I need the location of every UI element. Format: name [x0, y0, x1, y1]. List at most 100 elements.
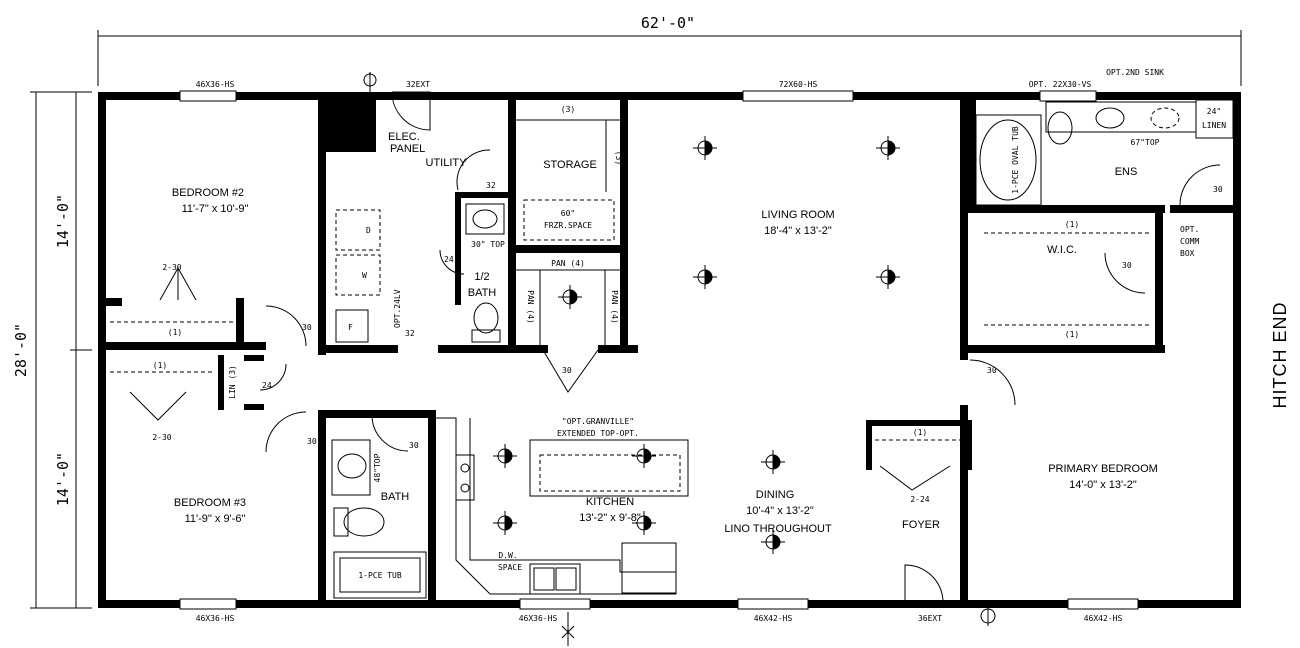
elec-panel-label: ELEC.: [388, 131, 420, 143]
linen-closet-label: LIN (3): [228, 365, 237, 399]
door-size: 32: [486, 181, 496, 190]
pan-label: PAN (4): [526, 290, 535, 324]
window-label: 46X42-HS: [1084, 614, 1123, 623]
dw-space-label: SPACE: [498, 563, 522, 572]
room-name-primary: PRIMARY BEDROOM: [1048, 463, 1158, 475]
exterior-door-label: 36EXT: [918, 614, 942, 623]
room-name-storage: STORAGE: [543, 159, 597, 171]
shelf-label: (1): [913, 428, 927, 437]
dw-space-label: D.W.: [498, 551, 517, 560]
door-size: 2-24: [910, 495, 929, 504]
top-label: 30" TOP: [471, 240, 505, 249]
light-fixtures: [493, 136, 900, 554]
room-size-primary: 14'-0" x 13'-2": [1069, 479, 1137, 491]
elec-panel-label: PANEL: [390, 143, 425, 155]
shelf-label: (1): [153, 361, 167, 370]
door-size: 30: [302, 323, 312, 332]
windows: 46X36-HS 72X60-HS OPT. 22X30-VS 46X36-HS…: [179, 80, 1139, 623]
granville-label: "OPT.GRANVILLE": [562, 417, 634, 426]
door-size: 30: [307, 437, 317, 446]
ceiling-light-icon: [493, 444, 517, 468]
washer-label: W: [362, 271, 367, 280]
kitchen-fixtures: "OPT.GRANVILLE" EXTENDED TOP-OPT. D.W. S…: [436, 417, 689, 595]
doors: 2-30 2-30 2-24 24 24 32 32 30 30 30 30 3…: [152, 80, 1222, 623]
ceiling-light-icon: [693, 265, 717, 289]
window-label: 46X36-HS: [196, 80, 235, 89]
vanity-top-label: 48"TOP: [373, 453, 382, 482]
ceiling-light-icon: [493, 511, 517, 535]
closets: (1) (1) (1) (1) (1) LIN (3): [110, 220, 1150, 491]
room-name-half-bath: BATH: [468, 287, 497, 299]
ensuite-fixtures: 1-PCE OVAL TUB OPT.2ND SINK 67"TOP 24" L…: [975, 68, 1234, 258]
tub-label: 1-PCE TUB: [358, 571, 402, 580]
room-size-bedroom3: 11'-9" x 9'-6": [185, 513, 246, 525]
window-label: 46X42-HS: [754, 614, 793, 623]
room-size-bedroom2: 11'-7" x 10'-9": [182, 203, 249, 215]
room-name-bedroom2: BEDROOM #2: [172, 187, 244, 199]
shelf-label: (1): [1065, 330, 1079, 339]
water-heater-label: WH: [347, 120, 357, 129]
hose-bib-icon: [561, 606, 996, 646]
window-label: 46X36-HS: [196, 614, 235, 623]
room-name-kitchen: KITCHEN: [586, 496, 634, 508]
window-label: 46X36-HS: [519, 614, 558, 623]
ceiling-light-icon: [876, 265, 900, 289]
room-size-kitchen: 13'-2" x 9'-8": [579, 512, 641, 524]
ceiling-light-icon: [693, 136, 717, 160]
door-size: 2-30: [152, 433, 171, 442]
window-label: OPT. 22X30-VS: [1029, 80, 1092, 89]
half-bath-fixtures: 30" TOP PAN (4) PAN (4) PAN (4): [465, 203, 628, 345]
room-name-bedroom3: BEDROOM #3: [174, 497, 246, 509]
lower-depth-dimension: 14'-0": [54, 452, 72, 506]
exterior-walls: [98, 92, 1241, 608]
door-size: 24: [444, 255, 454, 264]
door-size: 30: [1122, 261, 1132, 270]
pan-label: PAN (4): [551, 259, 585, 268]
lino-note: LINO THROUGHOUT: [724, 523, 832, 535]
freezer-space-label: 60": [561, 209, 575, 218]
comm-box-label: BOX: [1180, 249, 1195, 258]
ceiling-light-icon: [761, 450, 785, 474]
exterior-door-label: 32EXT: [406, 80, 430, 89]
door-size: 30: [562, 366, 572, 375]
oval-tub-label: 1-PCE OVAL TUB: [1011, 126, 1020, 194]
freezer-space-label: FRZR.SPACE: [544, 221, 592, 230]
opt-2nd-sink-label: OPT.2ND SINK: [1106, 68, 1164, 77]
room-name-wic: W.I.C.: [1047, 244, 1077, 256]
ceiling-light-icon: [558, 285, 582, 309]
storage-fixtures: (3) (3) 60" FRZR.SPACE: [516, 105, 623, 241]
door-size: 24: [262, 381, 272, 390]
room-name-bath: BATH: [381, 491, 410, 503]
opt-24lv-label: OPT.24LV: [393, 289, 402, 328]
freezer-label: F: [348, 323, 353, 332]
ceiling-light-icon: [876, 136, 900, 160]
dryer-label: D: [366, 226, 371, 235]
room-name-living: LIVING ROOM: [761, 209, 834, 221]
hitch-end-label: HITCH END: [1270, 302, 1290, 409]
dimension-lines: 62'-0" 28'-0" 14'-0" 14'-0": [12, 14, 1242, 609]
door-size: 30: [987, 366, 997, 375]
pan-label: PAN (4): [610, 290, 619, 324]
ceiling-light-icon: [761, 530, 785, 554]
overall-depth-dimension: 28'-0": [12, 323, 30, 377]
shelf-label: (3): [614, 151, 623, 165]
room-name-foyer: FOYER: [902, 519, 940, 531]
room-name-dining: DINING: [756, 489, 795, 501]
door-size: 30: [1213, 185, 1223, 194]
door-size: 32: [405, 329, 415, 338]
room-labels: BEDROOM #2 11'-7" x 10'-9" BEDROOM #3 11…: [172, 157, 1158, 535]
shelf-label: (3): [561, 105, 575, 114]
vanity-top-label: 67"TOP: [1131, 138, 1160, 147]
door-size: 30: [409, 441, 419, 450]
shelf-label: (1): [168, 328, 182, 337]
utility-fixtures: WH D W F OPT.24LV ELEC. PANEL: [335, 72, 425, 343]
door-size: 2-30: [162, 263, 181, 272]
upper-depth-dimension: 14'-0": [54, 194, 72, 248]
room-name-ens: ENS: [1115, 166, 1138, 178]
granville-label: EXTENDED TOP-OPT.: [557, 429, 639, 438]
shelf-label: (1): [1065, 220, 1079, 229]
interior-walls: [106, 100, 1233, 600]
room-size-living: 18'-4" x 13'-2": [764, 225, 832, 237]
overall-width-dimension: 62'-0": [641, 14, 695, 32]
